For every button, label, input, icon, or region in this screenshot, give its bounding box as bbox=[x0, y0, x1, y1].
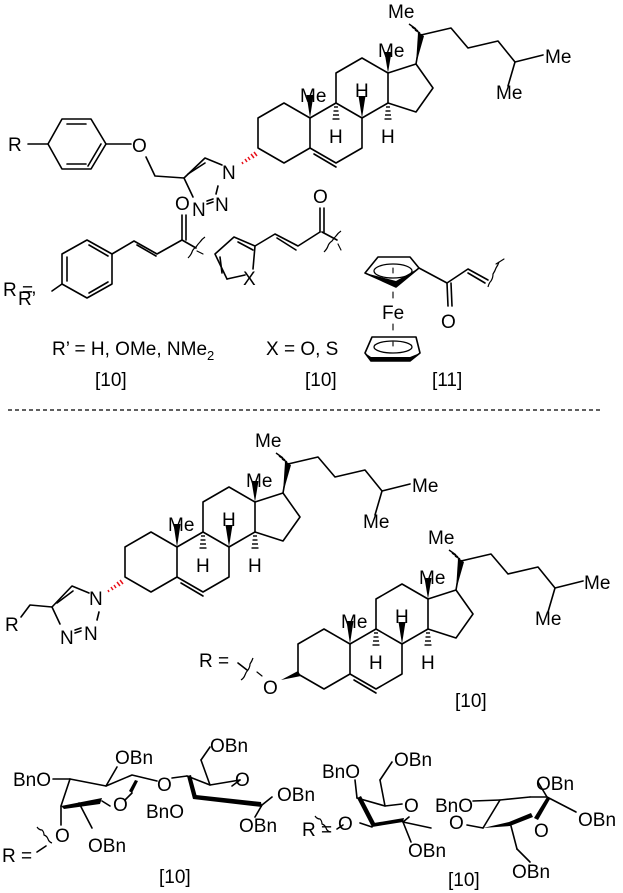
r-prime-definition: R’ = H, OMe, NMe2 bbox=[52, 339, 214, 363]
side-chain-methyl-2: Me bbox=[496, 83, 522, 104]
r-substituent-label-bottom: R bbox=[5, 615, 19, 636]
cholesteryl-r-group: R = O Me Me Me H H H Me Me [10] bbox=[199, 528, 610, 712]
chalcone-carbonyl-o: O bbox=[175, 194, 190, 215]
glycosidic-oxygen-1: O bbox=[157, 775, 172, 796]
linking-oxygen-r: O bbox=[55, 826, 70, 847]
methyl-c20-r: Me bbox=[428, 528, 454, 549]
heteroaryl-reference: [10] bbox=[305, 370, 337, 391]
h-c8-bottom: H bbox=[222, 510, 236, 531]
methyl-c10-bottom: Me bbox=[168, 515, 194, 536]
label-obn-6-prime: OBn bbox=[210, 736, 248, 757]
label-bno-3: BnO bbox=[13, 770, 51, 791]
methyl-c10: Me bbox=[300, 86, 326, 107]
phenyl-ring bbox=[47, 118, 107, 170]
alpha-hashed-bond bbox=[241, 151, 258, 165]
methyl-c10-r: Me bbox=[341, 612, 367, 633]
alpha-hashed-bond-bottom bbox=[107, 579, 124, 593]
h-c14-bottom: H bbox=[248, 556, 262, 577]
glycosidic-oxygen-2: O bbox=[449, 813, 464, 834]
h-c8: H bbox=[355, 81, 369, 102]
triazole-n1-bottom: N bbox=[89, 589, 103, 610]
r-prime-label: R’ bbox=[18, 289, 36, 310]
chalcone-reference: [10] bbox=[95, 370, 127, 391]
bottom-scaffold: R N N N Me Me Me H H H Me Me bbox=[5, 431, 438, 649]
ferrocenyl-enone-group: Fe O [11] bbox=[364, 256, 505, 391]
label-obn-2: OBn bbox=[408, 841, 446, 862]
r-substituent-label: R bbox=[8, 135, 22, 156]
label-obn-2: OBn bbox=[115, 748, 153, 769]
methyl-c13: Me bbox=[378, 41, 404, 62]
ring-oxygen-3: O bbox=[404, 796, 419, 817]
ferrocenyl-reference: [11] bbox=[432, 370, 462, 391]
ring-oxygen-2: O bbox=[235, 770, 250, 791]
ferrocenyl-carbonyl-o: O bbox=[441, 312, 456, 333]
label-obn-6-prime: OBn bbox=[512, 862, 550, 883]
label-bno-4: BnO bbox=[322, 762, 360, 783]
methyl-c13-r: Me bbox=[419, 568, 445, 589]
label-obn-2-prime: OBn bbox=[536, 774, 574, 795]
r-groups-top: R = O R’ R’ = H, OMe, NMe2 [10] bbox=[3, 187, 505, 391]
r-equals-cholesteryl: R = bbox=[199, 651, 229, 672]
disaccharide-2-r-group: BnO OBn O O OBn BnO O OBn O OBn OBn R = bbox=[302, 750, 616, 891]
h-c14: H bbox=[381, 127, 395, 148]
triazole-n2-bottom: N bbox=[84, 624, 98, 645]
cholesteryl-reference: [10] bbox=[455, 691, 487, 712]
methyl-c20: Me bbox=[388, 2, 414, 23]
ring-oxygen-1: O bbox=[113, 795, 128, 816]
ring-oxygen-4: O bbox=[534, 821, 549, 842]
r-equals-disaccharide-1: R = bbox=[2, 846, 32, 867]
cinnamoyl-group: O R’ R’ = H, OMe, NMe2 [10] bbox=[18, 194, 214, 391]
h-c9-r: H bbox=[369, 653, 383, 674]
triazole-n3-bottom: N bbox=[60, 628, 74, 649]
side-chain-methyl-2-r: Me bbox=[535, 609, 561, 630]
linking-oxygen-r-2: O bbox=[338, 814, 353, 835]
heteroatom-x-label: X bbox=[243, 269, 256, 290]
ether-oxygen-label: O bbox=[132, 136, 147, 157]
disaccharide-2-reference: [10] bbox=[448, 870, 480, 891]
top-scaffold: R O N N N Me Me Me H H H Me Me bbox=[8, 2, 571, 221]
h-c14-r: H bbox=[421, 653, 435, 674]
heteroaryl-acryloyl-group: O X X = O, S [10] bbox=[214, 187, 342, 391]
h-c9: H bbox=[329, 127, 343, 148]
h-c8-r: H bbox=[395, 607, 409, 628]
h-c9-bottom: H bbox=[196, 556, 210, 577]
label-bno-3-prime: BnO bbox=[146, 802, 184, 823]
r-equals-label: R = bbox=[3, 280, 33, 301]
cholesteryl-oxygen: O bbox=[263, 678, 278, 699]
x-definition: X = O, S bbox=[266, 339, 338, 360]
side-chain-methyl-1: Me bbox=[545, 47, 571, 68]
side-chain-methyl-1-r: Me bbox=[584, 573, 610, 594]
disaccharide-1-r-group: OBn BnO O O OBn O OBn BnO OBn O OBn R = … bbox=[2, 736, 315, 888]
heteroaryl-carbonyl-o: O bbox=[313, 187, 328, 208]
label-obn-1-prime: OBn bbox=[277, 785, 315, 806]
label-obn-2-prime: OBn bbox=[239, 816, 277, 837]
side-chain-methyl-1-bottom: Me bbox=[412, 476, 438, 497]
methyl-c20-bottom: Me bbox=[255, 431, 281, 452]
iron-atom-label: Fe bbox=[382, 303, 404, 324]
disaccharide-1-reference: [10] bbox=[159, 867, 191, 888]
side-chain-methyl-2-bottom: Me bbox=[363, 512, 389, 533]
triazole-n2: N bbox=[215, 195, 229, 216]
triazole-n3: N bbox=[192, 200, 206, 221]
triazole-n1: N bbox=[222, 163, 236, 184]
label-obn-6: OBn bbox=[394, 750, 432, 771]
label-obn-6: OBn bbox=[88, 836, 126, 857]
methyl-c13-bottom: Me bbox=[246, 471, 272, 492]
label-obn-1-prime: OBn bbox=[578, 810, 616, 831]
label-bno-3-prime: BnO bbox=[435, 796, 473, 817]
